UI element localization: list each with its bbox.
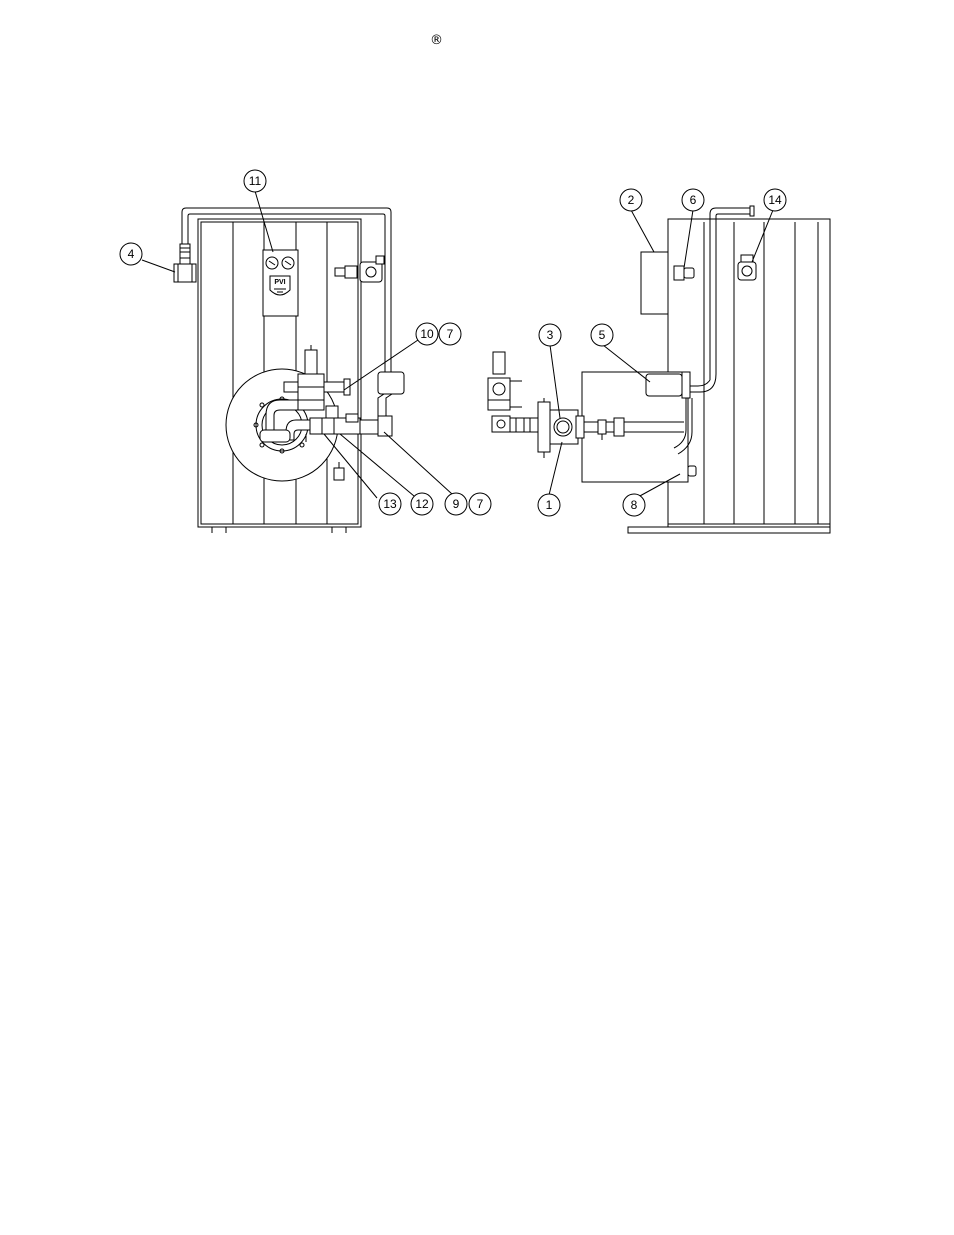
- callout-7-lower: 7: [469, 493, 491, 515]
- front-side-valve: [335, 256, 384, 282]
- pvi-logo-text: PVI: [274, 279, 285, 286]
- svg-text:2: 2: [628, 193, 635, 207]
- svg-text:7: 7: [447, 327, 454, 341]
- callout-2: 2: [620, 189, 642, 211]
- callout-8: 8: [623, 494, 645, 516]
- svg-text:14: 14: [768, 193, 782, 207]
- control-box: [641, 252, 668, 314]
- front-drip-leg: [378, 372, 404, 416]
- svg-text:12: 12: [415, 497, 429, 511]
- relief-tee: [174, 258, 196, 282]
- svg-text:3: 3: [547, 328, 554, 342]
- callout-10: 10: [416, 323, 438, 345]
- front-view: PVI: [174, 208, 404, 533]
- svg-text:13: 13: [383, 497, 397, 511]
- side-base-skid: [628, 527, 830, 533]
- svg-text:9: 9: [453, 497, 460, 511]
- callout-13: 13: [379, 493, 401, 515]
- front-cabinet-feet: [212, 527, 346, 533]
- svg-text:5: 5: [599, 328, 606, 342]
- side-upper-valve: [674, 266, 694, 280]
- side-gas-train: [488, 352, 538, 432]
- callout-5: 5: [591, 324, 613, 346]
- svg-text:6: 6: [690, 193, 697, 207]
- side-view: [488, 206, 830, 533]
- svg-text:10: 10: [420, 327, 434, 341]
- callout-12: 12: [411, 493, 433, 515]
- callout-9: 9: [445, 493, 467, 515]
- gauge-panel: PVI: [263, 250, 298, 316]
- side-relief-pipe: [690, 206, 754, 392]
- burner-flange: [538, 398, 584, 458]
- callout-3: 3: [539, 324, 561, 346]
- callout-6: 6: [682, 189, 704, 211]
- callout-4: 4: [120, 243, 142, 265]
- svg-text:11: 11: [249, 174, 262, 188]
- svg-text:8: 8: [631, 498, 638, 512]
- svg-text:1: 1: [546, 498, 553, 512]
- callout-1: 1: [538, 494, 560, 516]
- svg-text:4: 4: [128, 247, 135, 261]
- callout-7-upper: 7: [439, 323, 461, 345]
- callout-11: 11: [244, 170, 266, 192]
- svg-text:7: 7: [477, 497, 484, 511]
- callout-14: 14: [764, 189, 786, 211]
- front-drain-valve: [334, 462, 344, 480]
